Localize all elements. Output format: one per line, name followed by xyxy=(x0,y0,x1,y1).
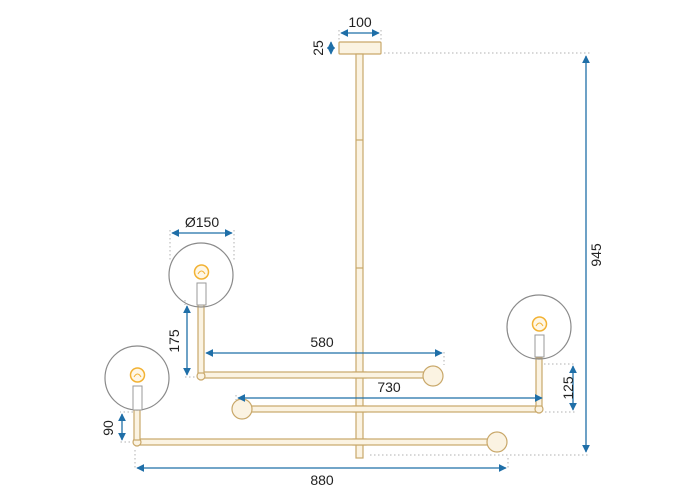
label-lower-length: 880 xyxy=(310,472,334,488)
label-middle-length: 730 xyxy=(377,379,401,395)
label-left-upper-drop: 175 xyxy=(166,329,182,353)
globe-shade-icon xyxy=(506,294,572,360)
central-rod xyxy=(355,53,364,459)
bulb-icon xyxy=(129,367,146,383)
arm-middle xyxy=(242,405,540,413)
arm-lower xyxy=(137,438,499,446)
label-total-height: 945 xyxy=(588,243,604,267)
dimension-labels: 100 25 945 Ø150 175 580 730 125 90 880 xyxy=(100,14,604,488)
lamp-stem xyxy=(197,303,205,374)
arm-end-ball xyxy=(486,431,508,453)
lamp-stem xyxy=(535,357,543,407)
globe-shade-icon xyxy=(168,242,234,308)
bulb-icon xyxy=(193,264,210,280)
lamp-stem xyxy=(133,409,141,441)
arm-end-ball xyxy=(422,365,444,387)
leader-lines xyxy=(120,30,590,470)
label-canopy-height: 25 xyxy=(310,40,326,56)
label-canopy-width: 100 xyxy=(348,14,372,30)
label-globe-diameter: Ø150 xyxy=(185,214,219,230)
arm-end-ball xyxy=(231,398,253,420)
globe-left-lower xyxy=(104,345,170,411)
globe-left-upper xyxy=(168,242,234,308)
chandelier xyxy=(132,41,544,459)
label-right-drop: 125 xyxy=(560,376,576,400)
label-left-lower-drop: 90 xyxy=(100,420,116,436)
arm-upper xyxy=(202,371,434,379)
bulb-icon xyxy=(531,316,548,332)
dimension-lines xyxy=(118,29,590,472)
label-upper-length: 580 xyxy=(310,334,334,350)
canopy-icon xyxy=(338,41,382,55)
globe-right xyxy=(506,294,572,360)
